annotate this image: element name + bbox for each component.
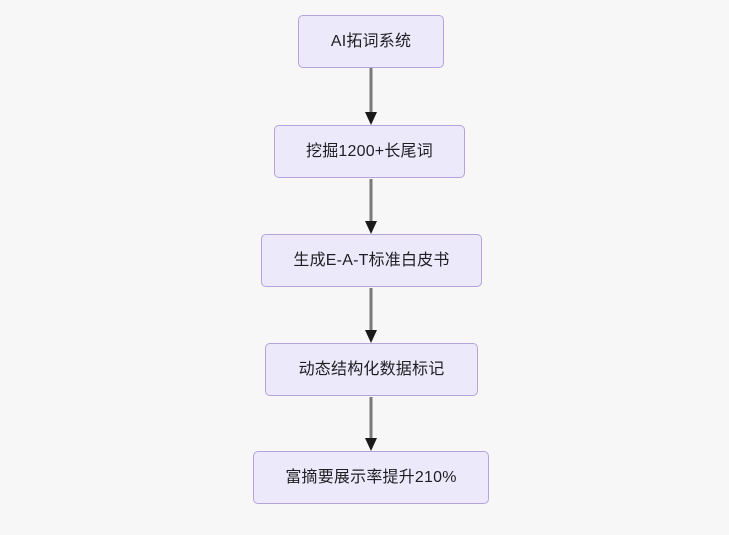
edge-3-to-4 [364,288,378,343]
edge-1-to-2 [364,68,378,125]
edge-4-to-5 [364,397,378,451]
node-label: AI拓词系统 [330,32,412,50]
node-label: 富摘要展示率提升210% [285,468,457,486]
node-generate-eat-whitepaper[interactable]: 生成E-A-T标准白皮书 [261,234,482,287]
node-label: 挖掘1200+长尾词 [306,142,433,160]
edge-2-to-3 [364,179,378,234]
node-label: 动态结构化数据标记 [298,360,445,378]
node-dynamic-structured-data-markup[interactable]: 动态结构化数据标记 [265,343,478,396]
node-rich-snippet-rate-increase[interactable]: 富摘要展示率提升210% [253,451,489,504]
node-mine-longtail-keywords[interactable]: 挖掘1200+长尾词 [274,125,465,178]
node-label: 生成E-A-T标准白皮书 [293,251,450,269]
node-ai-keyword-system[interactable]: AI拓词系统 [298,15,444,68]
